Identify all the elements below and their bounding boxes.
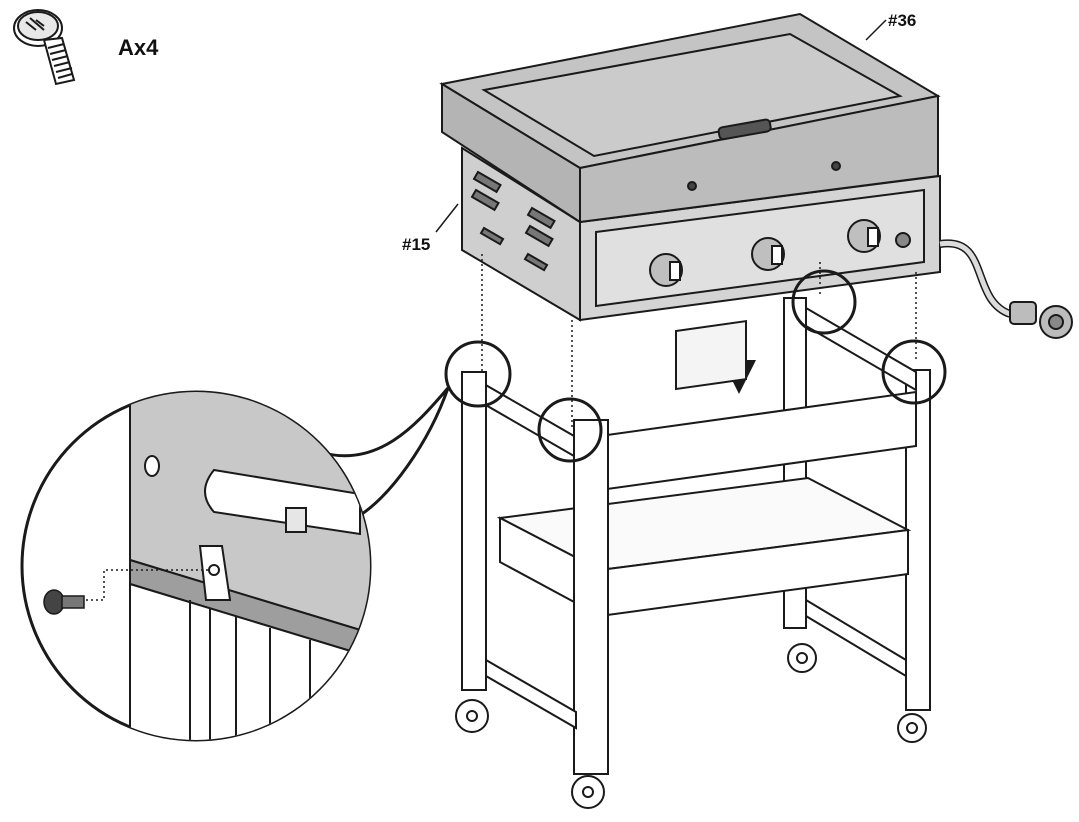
alignment-guides bbox=[481, 254, 917, 430]
hardware-quantity-label: Ax4 bbox=[118, 35, 159, 60]
side-vent-slots bbox=[470, 170, 556, 272]
attachment-circle-front-left bbox=[444, 340, 512, 408]
control-knob-center bbox=[751, 237, 785, 271]
lid-part-label: #36 bbox=[888, 11, 916, 30]
caster-wheel-back-left bbox=[787, 643, 817, 673]
caster-wheels bbox=[455, 643, 927, 809]
caster-wheel-front-left bbox=[455, 699, 489, 733]
regulator-icon bbox=[1009, 301, 1073, 339]
brand-logo bbox=[717, 118, 772, 141]
detail-screw-icon bbox=[43, 589, 85, 615]
side-part-label: #15 bbox=[402, 235, 430, 254]
control-knob-right bbox=[847, 219, 881, 253]
screw-icon bbox=[13, 9, 76, 86]
side-leader-line bbox=[435, 203, 459, 233]
caster-wheel-back-right bbox=[897, 713, 927, 743]
lid-leader-line bbox=[865, 19, 887, 41]
front-label-plate bbox=[675, 320, 747, 391]
caster-wheel-front-right bbox=[571, 775, 605, 809]
control-knob-left bbox=[649, 253, 683, 287]
griddle-lid bbox=[439, 12, 941, 224]
attachment-point-circles bbox=[444, 269, 947, 463]
gas-hose bbox=[939, 239, 1073, 339]
detail-alignment-guide bbox=[86, 569, 208, 601]
detail-callout bbox=[20, 387, 450, 742]
igniter-button bbox=[895, 232, 911, 248]
attachment-circle-front-right bbox=[537, 397, 603, 463]
attachment-circle-back-right bbox=[881, 339, 947, 405]
attachment-circle-back-left bbox=[791, 269, 857, 335]
cart-frame bbox=[461, 297, 931, 775]
